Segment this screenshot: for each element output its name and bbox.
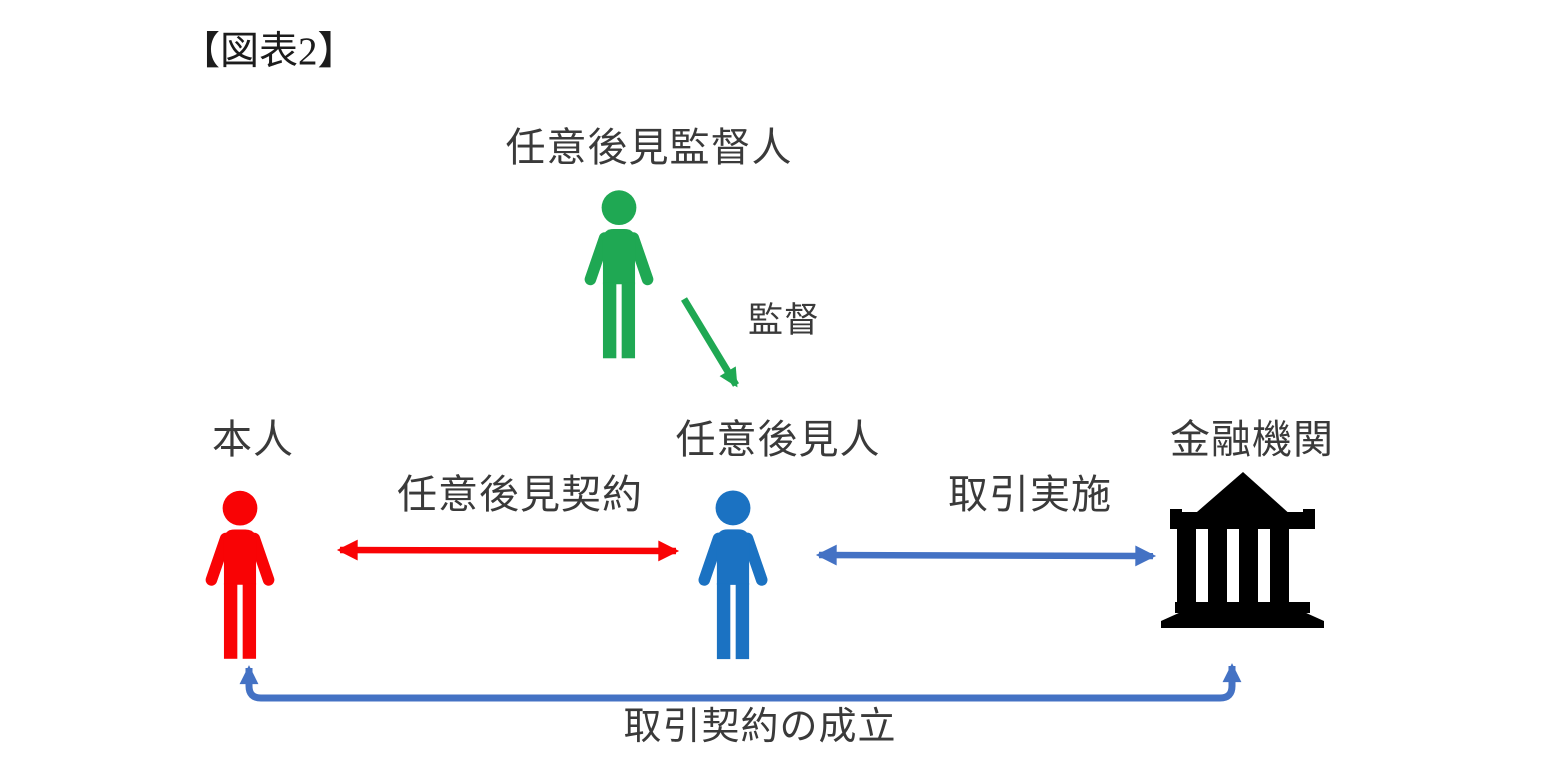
label-supervisor: 任意後見監督人	[505, 126, 793, 170]
supervision-arrow	[681, 297, 739, 388]
label-supervision: 監督	[748, 301, 821, 340]
label-principal: 本人	[212, 418, 294, 462]
label-transaction: 取引実施	[948, 473, 1112, 517]
deal-formation-arrow	[239, 663, 1242, 702]
figure-title: 【図表2】	[181, 30, 357, 73]
label-guardianship-contract: 任意後見契約	[397, 473, 643, 517]
guardianship-contract-arrow	[336, 539, 680, 562]
label-bank: 金融機関	[1170, 418, 1334, 462]
supervisor-person-icon	[583, 190, 655, 359]
principal-person-icon	[204, 490, 276, 659]
label-deal-formation: 取引契約の成立	[623, 706, 897, 748]
bank-icon	[1161, 472, 1324, 628]
label-guardian: 任意後見人	[675, 418, 881, 462]
guardian-person-icon	[696, 490, 770, 660]
transaction-arrow	[815, 544, 1157, 567]
